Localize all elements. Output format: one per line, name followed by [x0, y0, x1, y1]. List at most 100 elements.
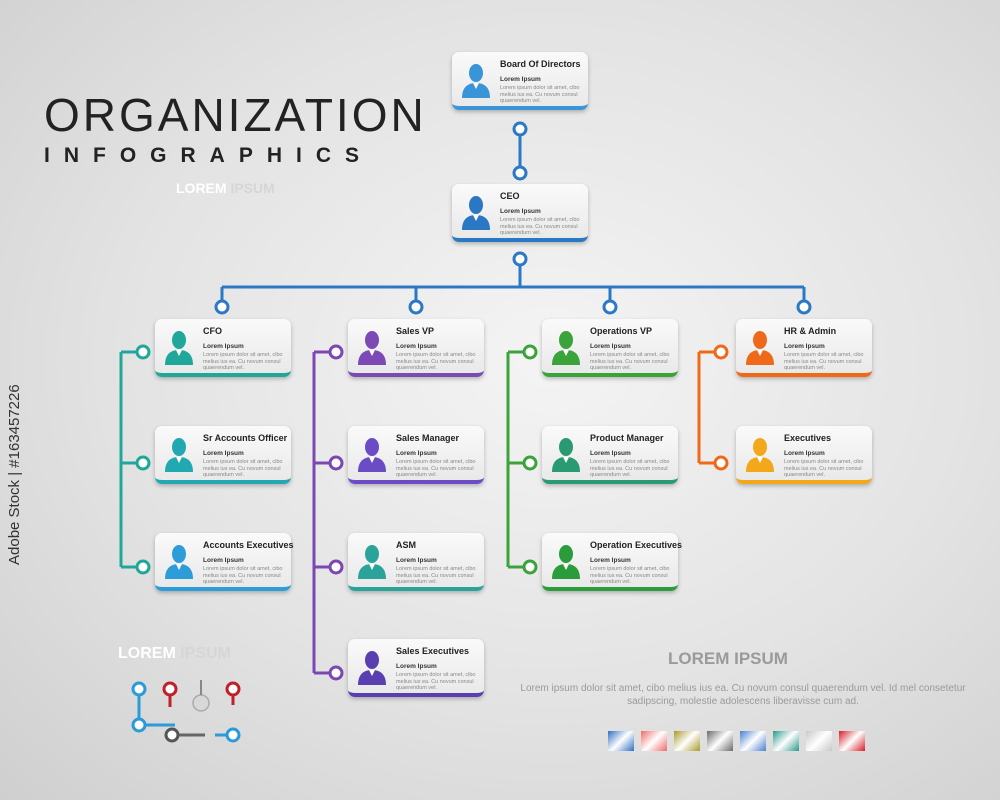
- connector-dot: [522, 344, 538, 360]
- node-description: Lorem ipsum dolor sit amet, cibo melius …: [396, 352, 476, 371]
- node-title: Accounts Executives: [203, 540, 294, 550]
- node-description: Lorem ipsum dolor sit amet, cibo melius …: [203, 352, 283, 371]
- person-icon: [358, 545, 386, 579]
- footer-heading: LOREM IPSUM: [668, 649, 788, 668]
- node-description: Lorem ipsum dolor sit amet, cibo melius …: [784, 459, 864, 478]
- connector-dot: [713, 455, 729, 471]
- node-subtitle: Lorem Ipsum: [396, 450, 437, 457]
- node-title: ASM: [396, 540, 416, 550]
- person-icon: [165, 331, 193, 365]
- node-subtitle: Lorem Ipsum: [203, 450, 244, 457]
- node-description: Lorem ipsum dolor sit amet, cibo melius …: [396, 672, 476, 691]
- color-swatch: [806, 731, 832, 751]
- person-icon: [165, 545, 193, 579]
- connector-dot: [328, 665, 344, 681]
- node-subtitle: Lorem Ipsum: [203, 343, 244, 350]
- node-title: Sales VP: [396, 326, 435, 336]
- ceo-branch-line: [222, 259, 804, 289]
- connector-dot: [135, 559, 151, 575]
- node-subtitle: Lorem Ipsum: [590, 557, 631, 564]
- connector-dot: [796, 299, 812, 315]
- color-swatches: [608, 731, 865, 751]
- connector-dot: [602, 299, 618, 315]
- connector-dot: [713, 344, 729, 360]
- connector-dot: [328, 344, 344, 360]
- color-swatch: [773, 731, 799, 751]
- legend-connector-icons: [131, 680, 241, 743]
- node-description: Lorem ipsum dolor sit amet, cibo melius …: [590, 566, 670, 585]
- connector-dot: [328, 455, 344, 471]
- node-description: Lorem ipsum dolor sit amet, cibo melius …: [590, 459, 670, 478]
- node-subtitle: Lorem Ipsum: [784, 343, 825, 350]
- node-title: Sales Executives: [396, 646, 470, 656]
- node-title: Operations VP: [590, 326, 653, 336]
- connector-dot: [214, 299, 230, 315]
- color-swatch: [674, 731, 700, 751]
- node-description: Lorem ipsum dolor sit amet, cibo melius …: [203, 459, 283, 478]
- connector-dot: [135, 344, 151, 360]
- legend-label: LOREM IPSUM: [118, 645, 231, 662]
- footer-paragraph: Lorem ipsum dolor sit amet, cibo melius …: [520, 683, 966, 707]
- node-title: HR & Admin: [784, 326, 837, 336]
- node-title: CFO: [203, 326, 222, 336]
- person-icon: [746, 438, 774, 472]
- color-swatch: [839, 731, 865, 751]
- person-icon: [358, 331, 386, 365]
- node-title: Operation Executives: [590, 540, 683, 550]
- person-icon: [462, 196, 490, 230]
- person-icon: [746, 331, 774, 365]
- node-description: Lorem ipsum dolor sit amet, cibo melius …: [590, 352, 670, 371]
- node-subtitle: Lorem Ipsum: [203, 557, 244, 564]
- connector-dot: [522, 559, 538, 575]
- main-title: ORGANIZATION: [44, 89, 427, 141]
- color-swatch: [608, 731, 634, 751]
- person-icon: [358, 651, 386, 685]
- person-icon: [165, 438, 193, 472]
- node-description: Lorem ipsum dolor sit amet, cibo melius …: [784, 352, 864, 371]
- stock-watermark: Adobe Stock | #163457226: [6, 384, 23, 565]
- node-subtitle: Lorem Ipsum: [590, 450, 631, 457]
- node-description: Lorem ipsum dolor sit amet, cibo melius …: [396, 566, 476, 585]
- person-icon: [462, 64, 490, 98]
- color-swatch: [707, 731, 733, 751]
- connector-dot: [408, 299, 424, 315]
- tagline: LOREM IPSUM: [176, 180, 275, 196]
- person-icon: [552, 438, 580, 472]
- node-title: Board Of Directors: [500, 59, 581, 69]
- node-title: CEO: [500, 191, 520, 201]
- node-subtitle: Lorem Ipsum: [784, 450, 825, 457]
- node-subtitle: Lorem Ipsum: [396, 663, 437, 670]
- node-subtitle: Lorem Ipsum: [500, 76, 541, 83]
- node-title: Sr Accounts Officer: [203, 433, 288, 443]
- node-subtitle: Lorem Ipsum: [500, 208, 541, 215]
- connector-dot: [512, 251, 528, 267]
- node-description: Lorem ipsum dolor sit amet, cibo melius …: [203, 566, 283, 585]
- person-icon: [552, 331, 580, 365]
- node-description: Lorem ipsum dolor sit amet, cibo melius …: [500, 217, 580, 236]
- connector-dot: [512, 165, 528, 181]
- node-subtitle: Lorem Ipsum: [396, 557, 437, 564]
- main-subtitle: INFOGRAPHICS: [44, 144, 374, 167]
- node-description: Lorem ipsum dolor sit amet, cibo melius …: [396, 459, 476, 478]
- node-description: Lorem ipsum dolor sit amet, cibo melius …: [500, 85, 580, 104]
- node-subtitle: Lorem Ipsum: [590, 343, 631, 350]
- node-title: Product Manager: [590, 433, 664, 443]
- person-icon: [358, 438, 386, 472]
- node-title: Sales Manager: [396, 433, 460, 443]
- color-swatch: [740, 731, 766, 751]
- node-subtitle: Lorem Ipsum: [396, 343, 437, 350]
